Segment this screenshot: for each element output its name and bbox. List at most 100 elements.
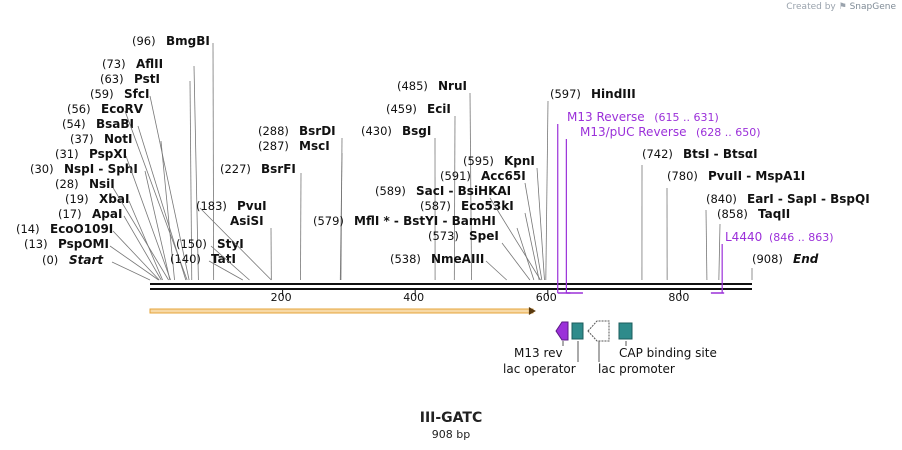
site-position: (17): [58, 207, 82, 221]
site-position: (73): [102, 57, 126, 71]
feature-label[interactable]: M13 rev: [514, 346, 563, 360]
site-name[interactable]: End: [793, 252, 819, 266]
site-position: (579): [313, 214, 344, 228]
site-leader: [453, 115, 456, 281]
site-name[interactable]: SfcI: [124, 87, 149, 101]
site-leader: [112, 230, 160, 281]
site-name[interactable]: NspI - SphI: [64, 162, 138, 176]
primer-name[interactable]: L4440: [725, 230, 762, 244]
site-position: (287): [258, 139, 289, 153]
site-position: (54): [62, 117, 86, 131]
site-position: (587): [420, 199, 451, 213]
orf-arrowhead: [528, 307, 536, 315]
site-leader: [536, 167, 545, 281]
lac-promoter-arrow[interactable]: [587, 320, 610, 342]
site-position: (908): [752, 252, 783, 266]
site-name[interactable]: PspXI: [89, 147, 127, 161]
site-position: (19): [65, 192, 89, 206]
site-position: (183): [196, 199, 227, 213]
site-name[interactable]: PstI: [134, 72, 160, 86]
ruler-tick-label: 600: [536, 291, 557, 304]
site-position: (150): [176, 237, 207, 251]
site-leader: [111, 261, 151, 281]
primer-name[interactable]: M13/pUC Reverse: [580, 125, 687, 139]
site-name[interactable]: SpeI: [469, 229, 499, 243]
snapgene-credit: Created by ⚑ SnapGene: [786, 2, 896, 12]
site-position: (37): [70, 132, 94, 146]
site-leader: [489, 197, 541, 281]
site-name[interactable]: NsiI: [89, 177, 115, 191]
site-leader: [109, 245, 159, 281]
site-name[interactable]: EcoRV: [101, 102, 144, 116]
site-name[interactable]: BmgBI: [166, 34, 210, 48]
site-name[interactable]: XbaI: [99, 192, 129, 206]
feature-label[interactable]: lac operator: [503, 362, 576, 376]
site-name[interactable]: HindIII: [591, 87, 636, 101]
site-position: (30): [30, 162, 54, 176]
site-name[interactable]: BtsI - BtsαI: [683, 147, 758, 161]
site-name[interactable]: EciI: [427, 102, 451, 116]
m13-rev-feature-arrow[interactable]: [555, 321, 569, 341]
ruler-tick-label: 800: [668, 291, 689, 304]
site-name[interactable]: KpnI: [504, 154, 535, 168]
site-position: (140): [170, 252, 201, 266]
site-leader: [300, 172, 302, 281]
orf-arrow[interactable]: [149, 308, 534, 314]
feature-label[interactable]: CAP binding site: [619, 346, 717, 360]
site-leader: [128, 200, 163, 281]
site-leader: [524, 212, 540, 281]
site-leader: [125, 155, 171, 281]
site-leader: [501, 242, 531, 281]
site-leader: [123, 215, 162, 281]
site-name[interactable]: MscI: [299, 139, 330, 153]
site-name[interactable]: NotI: [104, 132, 133, 146]
site-name[interactable]: PspOMI: [58, 237, 109, 251]
site-name[interactable]: AflII: [136, 57, 163, 71]
site-name[interactable]: TaqII: [758, 207, 790, 221]
site-name[interactable]: NruI: [438, 79, 467, 93]
site-name[interactable]: AsiSI: [230, 214, 264, 228]
site-leader: [516, 227, 535, 281]
lac-operator-box[interactable]: [571, 322, 584, 340]
site-position: (63): [100, 72, 124, 86]
site-position: (0): [42, 253, 58, 267]
site-position: (96): [132, 34, 156, 48]
site-leader: [705, 209, 708, 281]
site-name[interactable]: PvuII - MspA1I: [708, 169, 805, 183]
feature-label[interactable]: lac promoter: [598, 362, 675, 376]
site-name[interactable]: SacI - BsiHKAI: [416, 184, 511, 198]
site-position: (59): [90, 87, 114, 101]
site-leader: [718, 223, 721, 281]
site-position: (485): [397, 79, 428, 93]
site-position: (56): [67, 102, 91, 116]
site-position: (840): [706, 192, 737, 206]
site-name[interactable]: BsaBI: [96, 117, 134, 131]
site-leader: [340, 137, 343, 281]
site-name[interactable]: PvuI: [237, 199, 267, 213]
site-position: (742): [642, 147, 673, 161]
site-name[interactable]: EcoO109I: [50, 222, 113, 236]
site-name[interactable]: BsrFI: [261, 162, 296, 176]
site-name[interactable]: ApaI: [92, 207, 122, 221]
site-name[interactable]: BsrDI: [299, 124, 336, 138]
site-name[interactable]: EarI - SapI - BspQI: [747, 192, 870, 206]
site-name[interactable]: MflI * - BstYI - BamHI: [354, 214, 496, 228]
site-position: (591): [440, 169, 471, 183]
primer-range: (846 .. 863): [769, 231, 834, 244]
cap-binding-site-box[interactable]: [618, 322, 633, 340]
site-name[interactable]: BsgI: [402, 124, 431, 138]
site-name[interactable]: NmeAIII: [431, 252, 484, 266]
site-name[interactable]: Acc65I: [481, 169, 526, 183]
site-leader: [149, 95, 190, 281]
site-name[interactable]: Start: [69, 253, 104, 267]
site-name[interactable]: StyI: [217, 237, 244, 251]
site-name[interactable]: Eco53kI: [461, 199, 514, 213]
primer-name[interactable]: M13 Reverse: [567, 110, 645, 124]
site-position: (538): [390, 252, 421, 266]
sequence-title: III-GATC: [419, 410, 483, 426]
site-name[interactable]: TatI: [211, 252, 236, 266]
site-position: (780): [667, 169, 698, 183]
credit-prefix: Created by: [786, 2, 836, 12]
site-position: (28): [55, 177, 79, 191]
